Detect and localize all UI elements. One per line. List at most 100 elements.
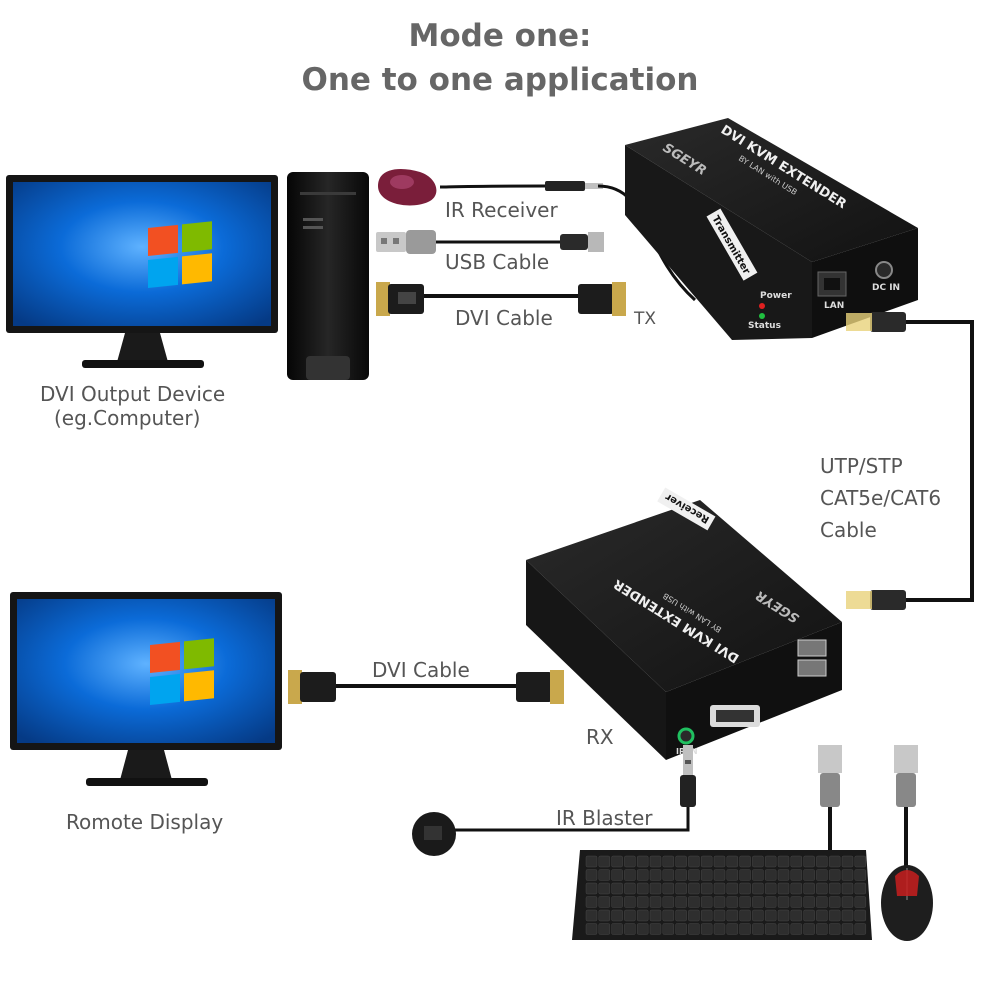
keyboard-key xyxy=(624,856,635,867)
keyboard-key xyxy=(829,897,840,908)
keyboard-key xyxy=(740,910,751,921)
keyboard-key xyxy=(791,856,802,867)
keyboard-key xyxy=(752,856,763,867)
keyboard-key xyxy=(624,924,635,935)
keyboard-key xyxy=(599,910,610,921)
keyboard-key xyxy=(740,924,751,935)
keyboard-key xyxy=(650,897,661,908)
keyboard-key xyxy=(765,856,776,867)
keyboard-key xyxy=(701,856,712,867)
ir-receiver-label: IR Receiver xyxy=(445,198,558,222)
receiver-box: IR IN DVI KVM EXTENDER BY LAN with USB S… xyxy=(526,488,842,760)
keyboard-key xyxy=(816,856,827,867)
keyboard-key xyxy=(701,924,712,935)
cable-type-label-2: CAT5e/CAT6 xyxy=(820,486,941,510)
keyboard-key xyxy=(765,870,776,881)
keyboard-key xyxy=(688,897,699,908)
keyboard-key xyxy=(765,910,776,921)
keyboard-key xyxy=(778,897,789,908)
keyboard-key xyxy=(816,897,827,908)
keyboard-key xyxy=(650,856,661,867)
keyboard-key xyxy=(599,897,610,908)
keyboard-key xyxy=(842,870,853,881)
keyboard-key xyxy=(791,870,802,881)
keyboard-key xyxy=(829,883,840,894)
cable-type-label-3: Cable xyxy=(820,518,877,542)
keyboard xyxy=(572,850,872,940)
keyboard-key xyxy=(637,897,648,908)
keyboard-key xyxy=(688,883,699,894)
ir-blaster xyxy=(412,745,696,856)
keyboard-key xyxy=(727,910,738,921)
keyboard-key xyxy=(637,910,648,921)
ir-receiver-icon xyxy=(378,169,436,206)
transmitter-box: Power Status LAN DC IN DVI KVM EXTENDER … xyxy=(625,118,918,340)
keyboard-key xyxy=(624,870,635,881)
ir-blaster-label: IR Blaster xyxy=(556,806,652,830)
keyboard-key xyxy=(624,910,635,921)
keyboard-key xyxy=(688,924,699,935)
keyboard-key xyxy=(663,910,674,921)
keyboard-key xyxy=(701,910,712,921)
pc-tower xyxy=(287,172,369,380)
keyboard-key xyxy=(650,910,661,921)
keyboard-key xyxy=(740,883,751,894)
keyboard-key xyxy=(804,924,815,935)
keyboard-key xyxy=(586,897,597,908)
keyboard-key xyxy=(855,897,866,908)
keyboard-key xyxy=(765,924,776,935)
keyboard-key xyxy=(791,883,802,894)
keyboard-key xyxy=(842,910,853,921)
cable-type-label-1: UTP/STP xyxy=(820,454,903,478)
keyboard-key xyxy=(804,910,815,921)
ir-receiver-cable xyxy=(440,181,603,191)
keyboard-key xyxy=(650,870,661,881)
audio-jack-icon xyxy=(685,760,691,764)
keyboard-key xyxy=(829,870,840,881)
keyboard-key xyxy=(714,897,725,908)
dvi-output-example-label: (eg.Computer) xyxy=(54,406,200,430)
keyboard-key xyxy=(714,883,725,894)
keyboard-key xyxy=(586,910,597,921)
keyboard-key xyxy=(701,897,712,908)
keyboard-key xyxy=(778,910,789,921)
keyboard-key xyxy=(586,856,597,867)
keyboard-key xyxy=(791,910,802,921)
keyboard-key xyxy=(637,856,648,867)
keyboard-key xyxy=(676,897,687,908)
keyboard-key xyxy=(676,870,687,881)
dvi-cable-top-label: DVI Cable xyxy=(455,306,553,330)
keyboard-key xyxy=(701,870,712,881)
keyboard-key xyxy=(740,897,751,908)
keyboard-key xyxy=(688,910,699,921)
keyboard-key xyxy=(829,924,840,935)
keyboard-key xyxy=(663,883,674,894)
keyboard-key xyxy=(637,870,648,881)
keyboard-key xyxy=(701,883,712,894)
top-monitor xyxy=(6,175,278,368)
keyboard-key xyxy=(688,870,699,881)
keyboard-key xyxy=(829,856,840,867)
keyboard-key xyxy=(778,856,789,867)
keyboard-key xyxy=(740,870,751,881)
keyboard-key xyxy=(727,897,738,908)
keyboard-key xyxy=(612,883,623,894)
keyboard-key xyxy=(637,924,648,935)
dvi-plug-icon xyxy=(398,292,416,304)
keyboard-key xyxy=(855,910,866,921)
keyboard-key xyxy=(599,883,610,894)
keyboard-key xyxy=(586,924,597,935)
keyboard-key xyxy=(855,870,866,881)
keyboard-key xyxy=(676,924,687,935)
keyboard-key xyxy=(727,870,738,881)
keyboard-key xyxy=(791,897,802,908)
keyboard-key xyxy=(612,856,623,867)
keyboard-key xyxy=(752,924,763,935)
tx-label: TX xyxy=(634,309,656,329)
keyboard-key xyxy=(765,883,776,894)
keyboard-key xyxy=(586,883,597,894)
keyboard-key xyxy=(599,924,610,935)
keyboard-key xyxy=(778,870,789,881)
keyboard-key xyxy=(714,870,725,881)
keyboard-key xyxy=(855,883,866,894)
